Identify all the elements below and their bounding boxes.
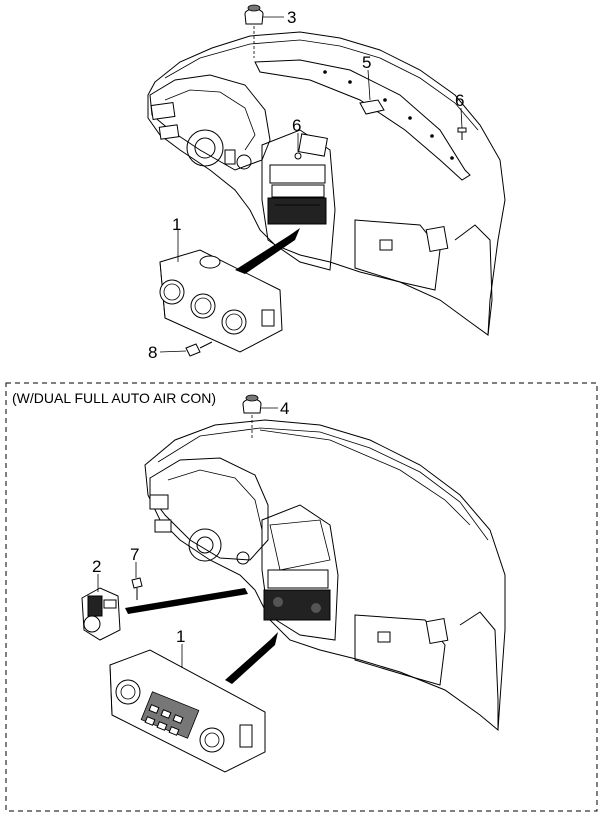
callout-6-right: 6 (455, 91, 464, 110)
callout-7: 7 (130, 545, 139, 564)
heater-control-unit-top (159, 249, 283, 353)
photo-sensor-cap-part (244, 4, 264, 25)
dual-auto-aircon-section-frame (5, 382, 598, 812)
callout-8: 8 (148, 343, 157, 362)
callout-4: 4 (280, 399, 289, 418)
defroster-clips (323, 70, 454, 160)
lower-dashboard-illustration (81, 394, 506, 773)
switch-assembly-part (81, 587, 121, 641)
photo-sensor-cap-part-dual (242, 394, 262, 414)
upper-dashboard-illustration (147, 4, 506, 357)
callout-2: 2 (92, 557, 101, 576)
callout-6-center: 6 (292, 116, 301, 135)
section-label: (W/DUAL FULL AUTO AIR CON) (12, 390, 216, 406)
auto-climate-control-unit (109, 649, 266, 773)
callout-1-bottom: 1 (176, 627, 185, 646)
callout-1-top: 1 (172, 215, 181, 234)
callout-3: 3 (287, 8, 296, 27)
callout-5: 5 (362, 53, 371, 72)
